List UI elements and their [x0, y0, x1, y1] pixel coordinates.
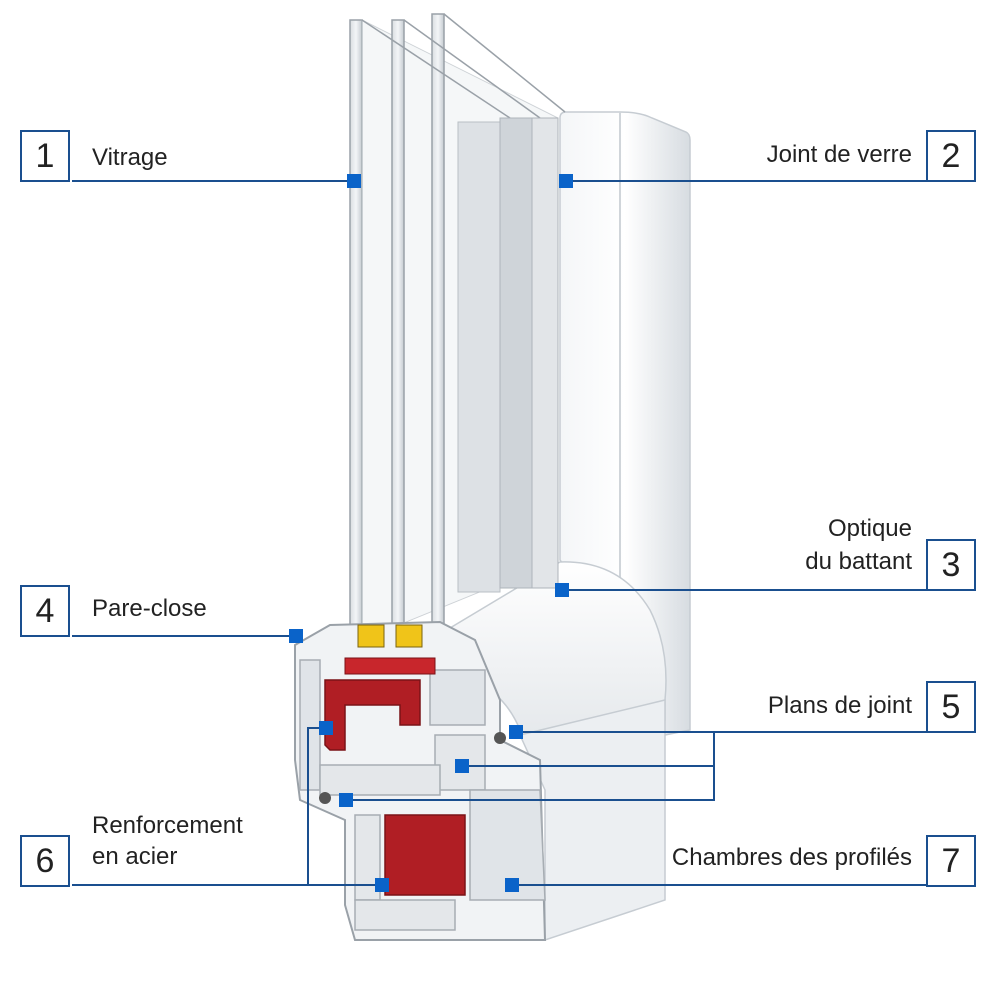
callout-label-vitrage: Vitrage — [92, 144, 168, 171]
callout-label-optique-du-battant: Optique du battant — [805, 515, 912, 575]
callout-number-2: 2 — [926, 130, 976, 182]
callout-number-3: 3 — [926, 539, 976, 591]
callout-number-5: 5 — [926, 681, 976, 733]
glass-panes — [349, 13, 566, 641]
callout-markers — [289, 174, 573, 892]
callout-label-pare-close: Pare-close — [92, 595, 207, 622]
callout-number-4: 4 — [20, 585, 70, 637]
callout-label-joint-de-verre: Joint de verre — [766, 141, 912, 168]
leader-lines — [72, 180, 926, 886]
callout-label-plans-de-joint: Plans de joint — [767, 692, 912, 719]
callout-number-6: 6 — [20, 835, 70, 887]
callout-number-1: 1 — [20, 130, 70, 182]
callout-number-7: 7 — [926, 835, 976, 887]
callout-label-renforcement-en-acier: Renforcement en acier — [92, 812, 243, 870]
callout-label-chambres-des-profiles: Chambres des profilés — [671, 844, 912, 871]
